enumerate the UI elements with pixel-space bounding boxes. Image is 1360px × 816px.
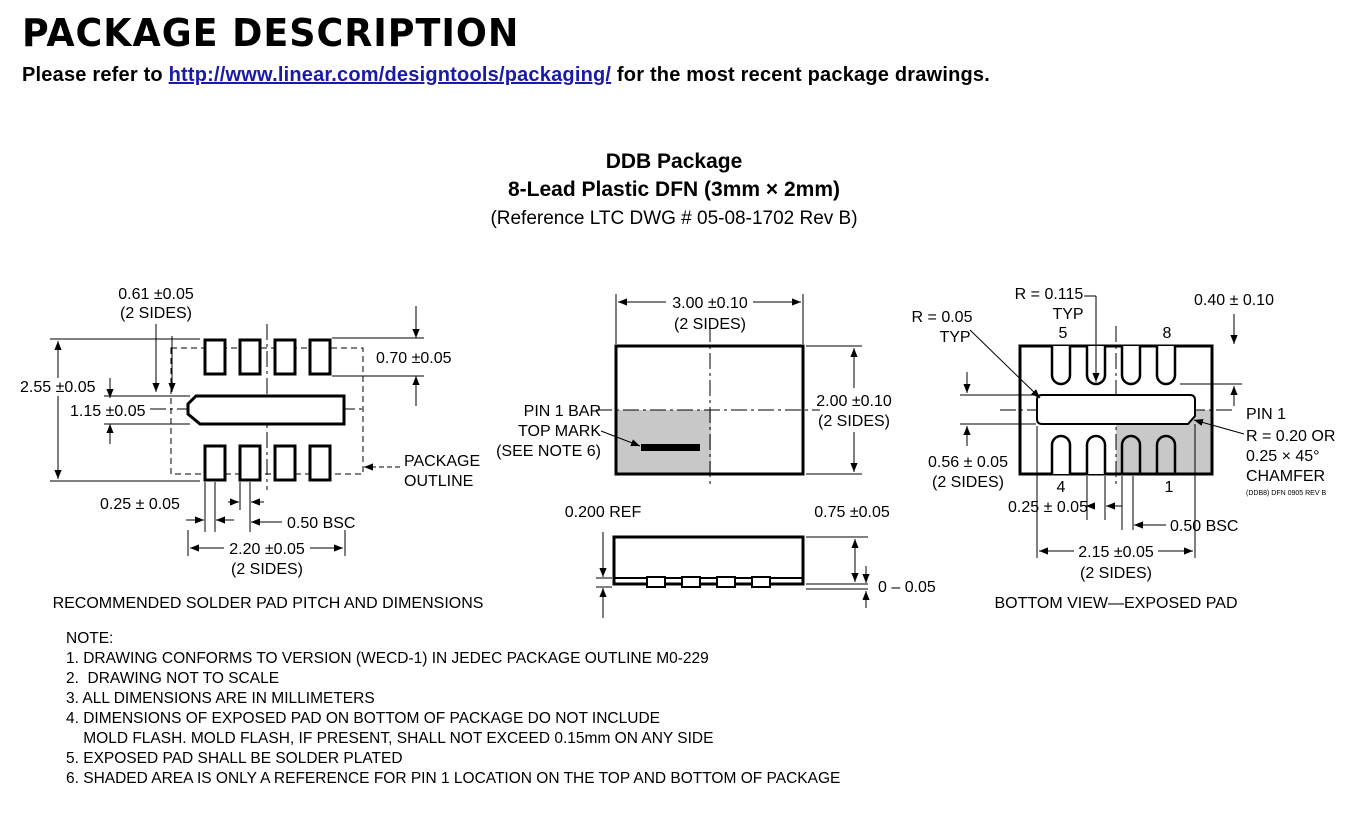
dim-height: 0.75 ±0.05 [814, 504, 890, 521]
pin1-radius: R = 0.20 OR [1246, 428, 1335, 445]
drawing-code: (DDB8) DFN 0905 REV B [1246, 490, 1326, 497]
bottom-lead [1050, 346, 1072, 386]
bottom-lead [1085, 434, 1107, 474]
center-solder-pad [186, 394, 346, 426]
dim-length-sides: (2 SIDES) [674, 316, 746, 333]
top-view: 3.00 ±0.10 (2 SIDES) 2.00 ±0.10 (2 SIDES… [496, 294, 892, 484]
bottom-view: R = 0.115 TYP 5 8 4 1 R = 0.05 TYP 0.40 … [912, 286, 1336, 612]
solder-pad-view: 0.61 ±0.05 (2 SIDES) 0.70 ±0.05 2.55 ±0.… [20, 286, 483, 612]
solder-pad [273, 444, 297, 482]
dim-width: 2.00 ±0.10 [816, 393, 892, 410]
side-lead [681, 576, 701, 588]
dim-ref: 0.200 REF [565, 504, 642, 521]
solder-pad [203, 444, 227, 482]
dim-span: 2.20 ±0.05 [229, 541, 305, 558]
package-outline-label-2: OUTLINE [404, 473, 473, 490]
side-view: 0.200 REF 0.75 ±0.05 0 – 0.05 [565, 504, 936, 618]
dim-exposed-pad-width: 0.56 ± 0.05 [928, 454, 1008, 471]
package-reference: (Reference LTC DWG # 05-08-1702 Rev B) [490, 208, 858, 229]
pin1-bar-label: PIN 1 BAR [524, 403, 601, 420]
solder-pad [273, 338, 297, 376]
pin-4-label: 4 [1057, 479, 1066, 496]
radius-lead-typ: TYP [939, 329, 970, 346]
dim-length: 3.00 ±0.10 [672, 295, 748, 312]
bottom-lead [1155, 346, 1177, 386]
packaging-link[interactable]: http://www.linear.com/designtools/packag… [168, 64, 612, 86]
dim-pitch: 0.50 BSC [287, 515, 355, 532]
pin1-bar-mark [641, 444, 700, 451]
pin-8-label: 8 [1163, 325, 1172, 342]
dim-lead-length: 0.40 ± 0.10 [1194, 292, 1274, 309]
note-item: 1. DRAWING CONFORMS TO VERSION (WECD-1) … [66, 650, 709, 667]
radius-lead: R = 0.05 [912, 309, 973, 326]
dim-exposed-pad-length: 2.15 ±0.05 [1078, 544, 1154, 561]
solder-pad [308, 338, 332, 376]
note-item: MOLD FLASH. MOLD FLASH, IF PRESENT, SHAL… [66, 730, 714, 747]
dim-pad-height: 0.70 ±0.05 [376, 350, 452, 367]
bottom-top-leads [1050, 346, 1177, 386]
dim-bottom-pitch: 0.50 BSC [1170, 518, 1238, 535]
pin-5-label: 5 [1059, 325, 1068, 342]
pin1-chamfer: 0.25 × 45° [1246, 448, 1320, 465]
package-outline-label: PACKAGE [404, 453, 480, 470]
bottom-solder-pads [203, 444, 332, 482]
note-item: 5. EXPOSED PAD SHALL BE SOLDER PLATED [66, 750, 403, 767]
bottom-lead [1120, 434, 1142, 474]
dim-bottom-lead-width: 0.25 ± 0.05 [1008, 499, 1088, 516]
dim-exposed-pad-length-sides: (2 SIDES) [1080, 565, 1152, 582]
note-item: 4. DIMENSIONS OF EXPOSED PAD ON BOTTOM O… [66, 710, 660, 727]
solder-pad [238, 338, 262, 376]
bottom-lead [1120, 346, 1142, 386]
dim-standoff: 0 – 0.05 [878, 579, 936, 596]
notes-heading: NOTE: [66, 630, 114, 647]
intro-before: Please refer to [22, 64, 169, 86]
package-subtitle: 8-Lead Plastic DFN (3mm × 2mm) [507, 178, 841, 201]
package-side-outline [612, 535, 805, 586]
pin1-bar-label-3: (SEE NOTE 6) [496, 443, 601, 460]
pin-1-label: 1 [1165, 479, 1174, 496]
page-title: PACKAGE DESCRIPTION [22, 11, 520, 55]
pin1-label: PIN 1 [1246, 406, 1286, 423]
note-item: 6. SHADED AREA IS ONLY A REFERENCE FOR P… [66, 770, 841, 787]
dim-pad-width-sides: (2 SIDES) [120, 305, 192, 322]
solder-pad [203, 338, 227, 376]
solder-pad-caption: RECOMMENDED SOLDER PAD PITCH AND DIMENSI… [53, 595, 484, 612]
dim-span-sides: (2 SIDES) [231, 561, 303, 578]
bottom-bottom-leads [1050, 434, 1177, 474]
dim-center-pad: 1.15 ±0.05 [70, 403, 146, 420]
exposed-pad [1036, 394, 1196, 425]
package-name: DDB Package [605, 150, 743, 173]
side-leads [646, 576, 771, 588]
bottom-lead [1050, 434, 1072, 474]
side-lead [716, 576, 736, 588]
side-lead [751, 576, 771, 588]
dim-width-sides: (2 SIDES) [818, 413, 890, 430]
bottom-lead [1155, 434, 1177, 474]
intro-text: Please refer to http://www.linear.com/de… [22, 64, 990, 87]
solder-pad [308, 444, 332, 482]
radius-corner: R = 0.115 [1015, 286, 1084, 303]
intro-after: for the most recent package drawings. [611, 64, 990, 86]
top-solder-pads [203, 338, 332, 376]
pin1-chamfer-2: CHAMFER [1246, 468, 1325, 485]
side-lead [646, 576, 666, 588]
note-item: 3. ALL DIMENSIONS ARE IN MILLIMETERS [66, 690, 375, 707]
dim-exposed-pad-width-sides: (2 SIDES) [932, 474, 1004, 491]
notes-section: NOTE: 1. DRAWING CONFORMS TO VERSION (WE… [66, 629, 840, 789]
note-item: 2. DRAWING NOT TO SCALE [66, 670, 280, 687]
dim-lead-width: 0.25 ± 0.05 [100, 496, 180, 513]
pin1-bar-label-2: TOP MARK [518, 423, 601, 440]
dim-pad-width: 0.61 ±0.05 [118, 286, 194, 303]
dim-total-height: 2.55 ±0.05 [20, 379, 96, 396]
bottom-view-caption: BOTTOM VIEW—EXPOSED PAD [995, 595, 1238, 612]
radius-corner-typ: TYP [1052, 306, 1083, 323]
solder-pad [238, 444, 262, 482]
